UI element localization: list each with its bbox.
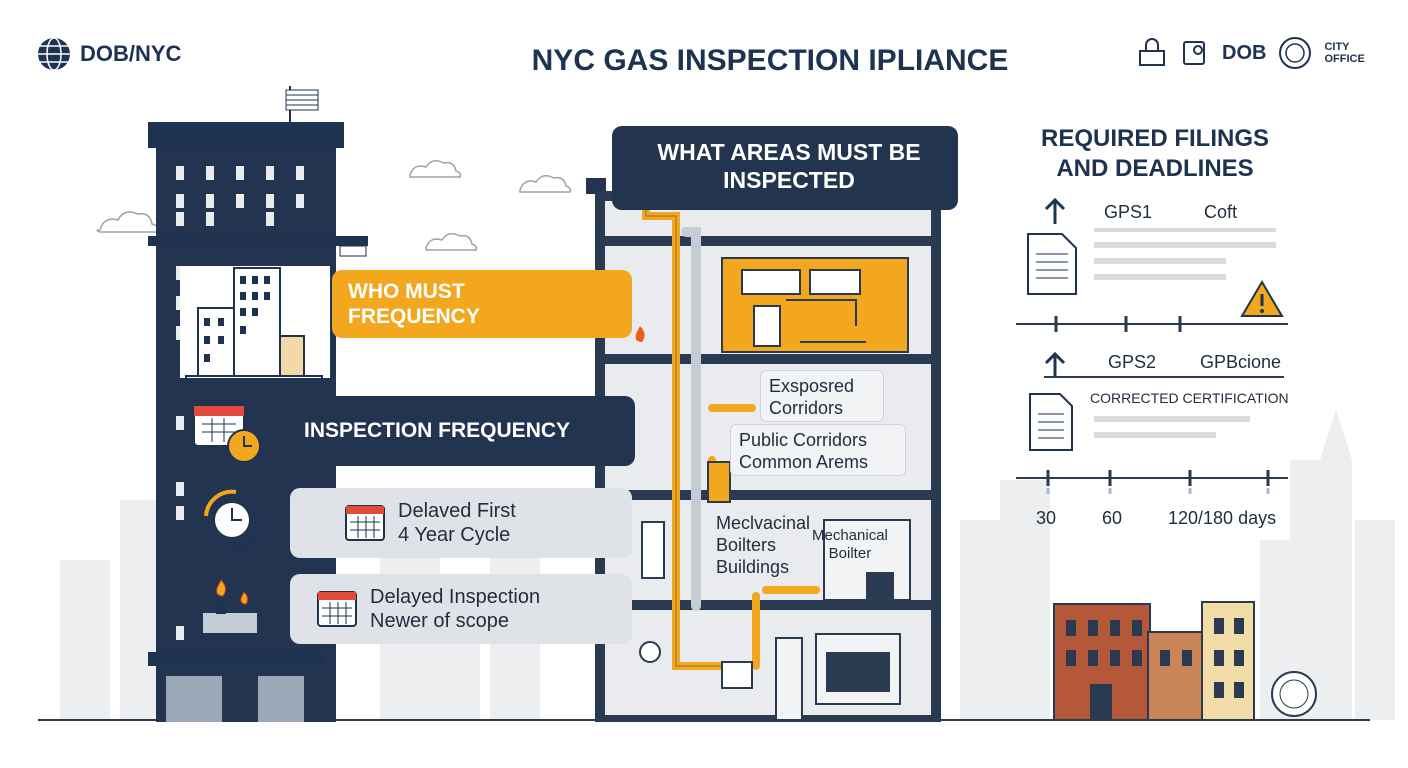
calendar-icon — [193, 405, 261, 463]
flame-icon — [201, 579, 259, 635]
brand: DOB/NYC — [36, 36, 181, 72]
arrow-up-icon — [1044, 351, 1066, 378]
delayed-first-line-2: 4 Year Cycle — [398, 524, 511, 546]
gps1-right-label: Coft — [1204, 202, 1238, 222]
city-office-label: CITY OFFICE — [1324, 41, 1365, 65]
cycle-icon — [204, 489, 260, 551]
required-filings-title: REQUIRED FILINGS AND DEADLINES — [1040, 125, 1269, 182]
delayed-inspection-callout: Delayed Inspection Newer of scope — [290, 574, 632, 644]
timeline-1 — [1016, 316, 1288, 332]
gps2-bar-2 — [1094, 432, 1216, 438]
delayed-inspection-line-2: Newer of scope — [370, 610, 509, 632]
delayed-inspection-line-1: Delayed Inspection — [370, 586, 541, 608]
city-seal-icon — [1279, 37, 1312, 69]
document-icon — [1183, 41, 1205, 65]
timeline-2 — [1016, 470, 1288, 494]
day-tick-120-180: 120/180 days — [1168, 508, 1277, 528]
inspection-frequency-callout: INSPECTION FREQUENCY — [290, 396, 635, 466]
gps2-right-label: GPBcione — [1200, 352, 1282, 372]
flag-icon — [285, 86, 319, 122]
corrected-certification-label: CORRECTED CERTIFICATION — [1090, 390, 1289, 406]
who-line-2: FREQUENCY — [348, 305, 480, 328]
delayed-first-callout: Delaved First 4 Year Cycle — [290, 488, 632, 558]
gps2-label: GPS2 — [1108, 352, 1157, 372]
gps1-label: GPS1 — [1104, 202, 1153, 222]
warning-icon — [1240, 280, 1284, 317]
document-icon — [1027, 233, 1077, 295]
globe-logo-icon — [38, 37, 70, 71]
public-corridors-label: Public Corridors Common Arems — [730, 424, 906, 476]
who-line-1: WHO MUST — [348, 280, 465, 303]
brand-name: DOB/NYC — [80, 41, 182, 66]
gps1-bar-2 — [1094, 258, 1226, 264]
mechanical-boiler-room-label: Mechanical Boilter — [812, 527, 888, 562]
calendar-icon — [317, 591, 357, 627]
who-must-callout: WHO MUST FREQUENCY — [332, 270, 632, 338]
gps2-bar-1 — [1094, 416, 1250, 422]
day-tick-30: 30 — [1036, 508, 1057, 528]
exposed-corridors-label: Exsposred Corridors — [760, 370, 884, 422]
document-icon — [1029, 393, 1073, 451]
areas-inspected-title: WHAT AREAS MUST BE INSPECTED — [612, 126, 958, 210]
header-icons: DOB CITY OFFICE — [1136, 36, 1365, 70]
brownstones — [1053, 601, 1317, 721]
mechanical-boilers-label: Meclvacinal Boilters Buildings — [716, 513, 811, 577]
dob-label: DOB — [1222, 41, 1267, 64]
calendar-icon — [345, 505, 385, 541]
frequency-label: INSPECTION FREQUENCY — [304, 419, 571, 442]
gps1-line — [1094, 228, 1276, 232]
page-title: NYC GAS INSPECTION IPLIANCE — [531, 44, 1009, 77]
day-tick-60: 60 — [1102, 508, 1123, 528]
gps1-bar-3 — [1094, 274, 1226, 280]
lock-icon — [1139, 38, 1165, 66]
arrow-up-icon — [1044, 197, 1066, 224]
gps1-bar-1 — [1094, 242, 1276, 248]
delayed-first-line-1: Delaved First — [398, 500, 516, 522]
gps2-line — [1044, 376, 1284, 378]
